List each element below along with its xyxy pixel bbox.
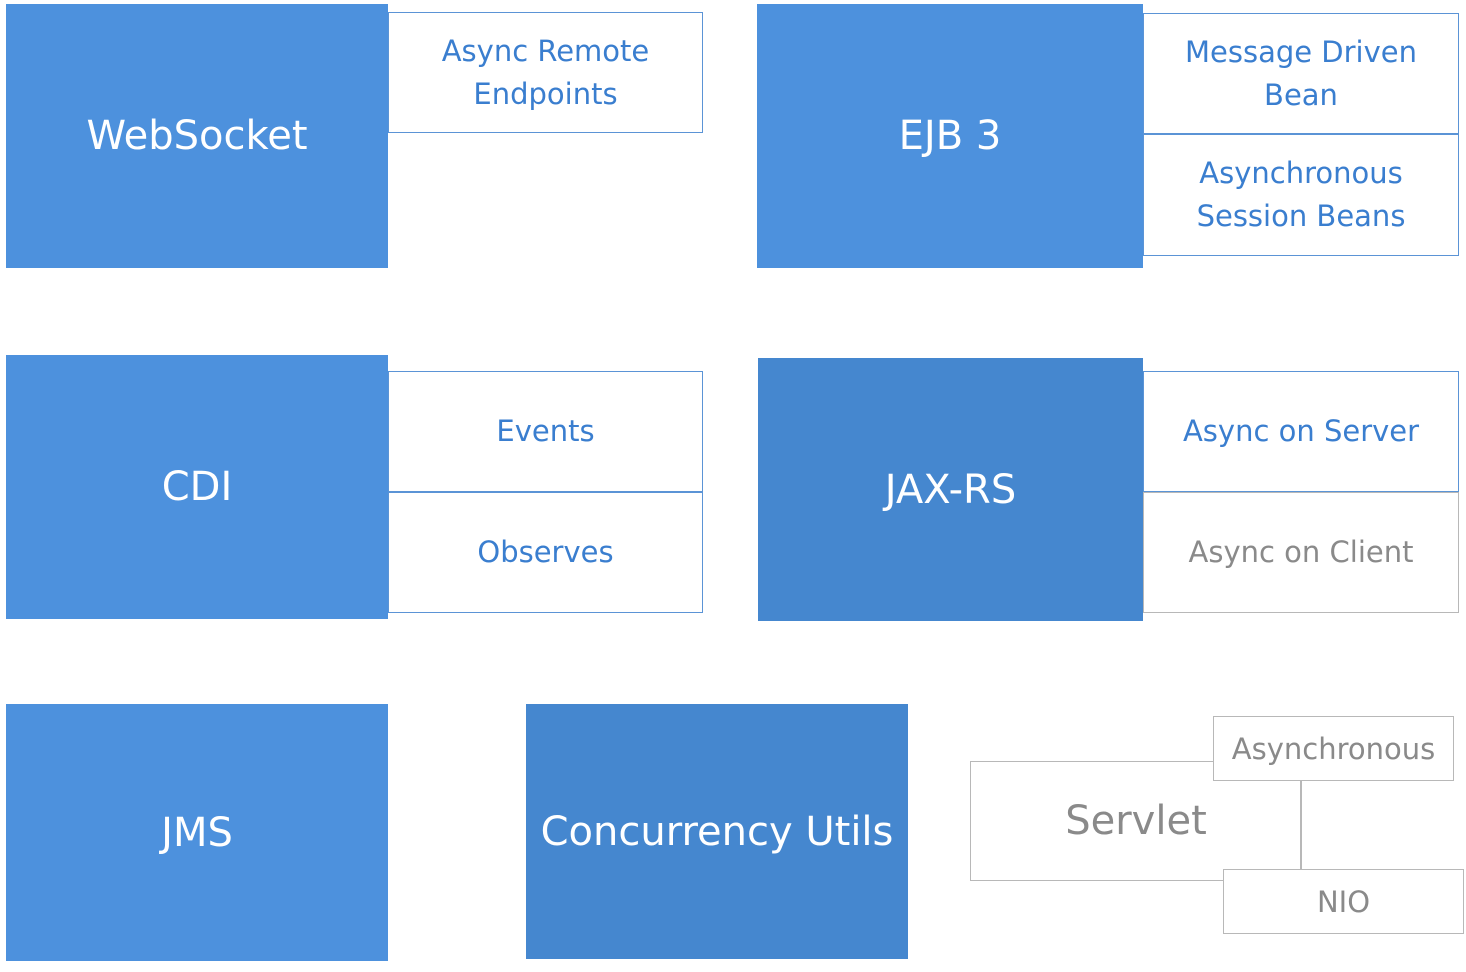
- servlet-asynchronous: Asynchronous: [1213, 716, 1454, 781]
- cdi-observes: Observes: [388, 492, 703, 613]
- concurrency-utils-title: Concurrency Utils: [540, 808, 894, 855]
- ejb3-asynchronous-session-beans: Asynchronous Session Beans: [1143, 134, 1459, 256]
- servlet-nio: NIO: [1223, 869, 1464, 934]
- cdi-events: Events: [388, 371, 703, 492]
- cdi-title: CDI: [161, 464, 233, 510]
- ejb3-title: EJB 3: [898, 113, 1002, 159]
- jaxrs-async-on-client: Async on Client: [1143, 492, 1459, 613]
- servlet-block: Servlet: [970, 761, 1302, 881]
- jms-block: JMS: [6, 704, 388, 961]
- websocket-title: WebSocket: [86, 113, 308, 159]
- websocket-async-remote-endpoints: Async Remote Endpoints: [388, 12, 703, 133]
- ejb3-block: EJB 3: [757, 4, 1143, 268]
- websocket-block: WebSocket: [6, 4, 388, 268]
- jms-title: JMS: [161, 809, 233, 856]
- jaxrs-title: JAX-RS: [884, 466, 1017, 513]
- jaxrs-async-on-server: Async on Server: [1143, 371, 1459, 492]
- jaxrs-block: JAX-RS: [758, 358, 1143, 621]
- concurrency-utils-block: Concurrency Utils: [526, 704, 908, 959]
- cdi-block: CDI: [6, 355, 388, 619]
- ejb3-message-driven-bean: Message Driven Bean: [1143, 13, 1459, 134]
- servlet-connector-line: [1300, 780, 1302, 869]
